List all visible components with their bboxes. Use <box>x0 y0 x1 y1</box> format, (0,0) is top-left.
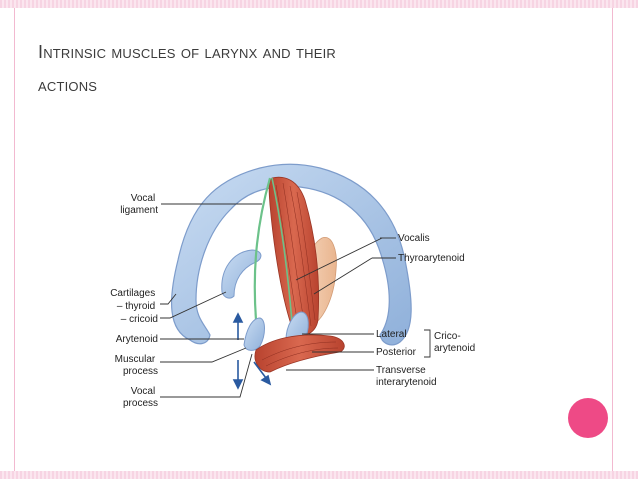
label-line: – cricoid <box>121 314 158 325</box>
title-word: and <box>262 42 291 62</box>
muscle-fibers <box>261 341 339 367</box>
label-posterior: Posterior <box>376 347 417 358</box>
muscle-fibers <box>275 182 316 329</box>
title-word: larynx <box>204 42 258 62</box>
label-line: ligament <box>120 205 158 216</box>
label-transverse-interarytenoid: Transverse interarytenoid <box>376 365 437 388</box>
title-word: muscles <box>111 42 176 62</box>
label-line: process <box>123 398 158 409</box>
label-line: – thyroid <box>117 301 155 312</box>
title-word: Intrinsic <box>38 42 107 62</box>
label-muscular-process: Muscular process <box>115 354 158 377</box>
label-arytenoid: Arytenoid <box>116 334 158 345</box>
label-line: Vocal <box>131 386 155 397</box>
label-cartilages: Cartilages – thyroid – cricoid <box>110 288 158 325</box>
thyroid-cartilage <box>170 163 412 346</box>
vocal-ligament <box>253 177 272 321</box>
bottom-border <box>0 471 638 479</box>
label-line: Crico- <box>434 331 461 342</box>
accent-dot <box>568 398 608 438</box>
left-rule <box>14 8 15 471</box>
label-line: interarytenoid <box>376 377 437 388</box>
label-line: Cartilages <box>110 288 155 299</box>
leader-lines <box>160 203 431 398</box>
label-crico-arytenoid: Crico- arytenoid <box>434 331 475 354</box>
vocal-ligament-right <box>271 177 293 323</box>
label-line: Muscular <box>115 354 156 365</box>
slide-title: Intrinsic muscles of larynx and their ac… <box>38 36 558 102</box>
label-vocalis: Vocalis <box>398 233 430 244</box>
label-line: process <box>123 366 158 377</box>
label-line: Transverse <box>376 365 426 376</box>
arytenoid-left <box>243 317 265 351</box>
label-line: Vocal <box>131 193 155 204</box>
title-word: actions <box>38 75 98 95</box>
right-rule <box>612 8 613 471</box>
top-border <box>0 0 638 8</box>
label-lateral: Lateral <box>376 329 407 340</box>
label-vocal-ligament: Vocal ligament <box>120 193 158 216</box>
label-thyroarytenoid: Thyroarytenoid <box>398 253 465 264</box>
cricoarytenoid-muscle <box>254 334 345 373</box>
movement-arrows <box>232 312 272 390</box>
title-word: their <box>295 42 336 62</box>
title-word: of <box>180 42 200 62</box>
label-vocal-process: Vocal process <box>123 386 158 409</box>
label-line: arytenoid <box>434 343 475 354</box>
